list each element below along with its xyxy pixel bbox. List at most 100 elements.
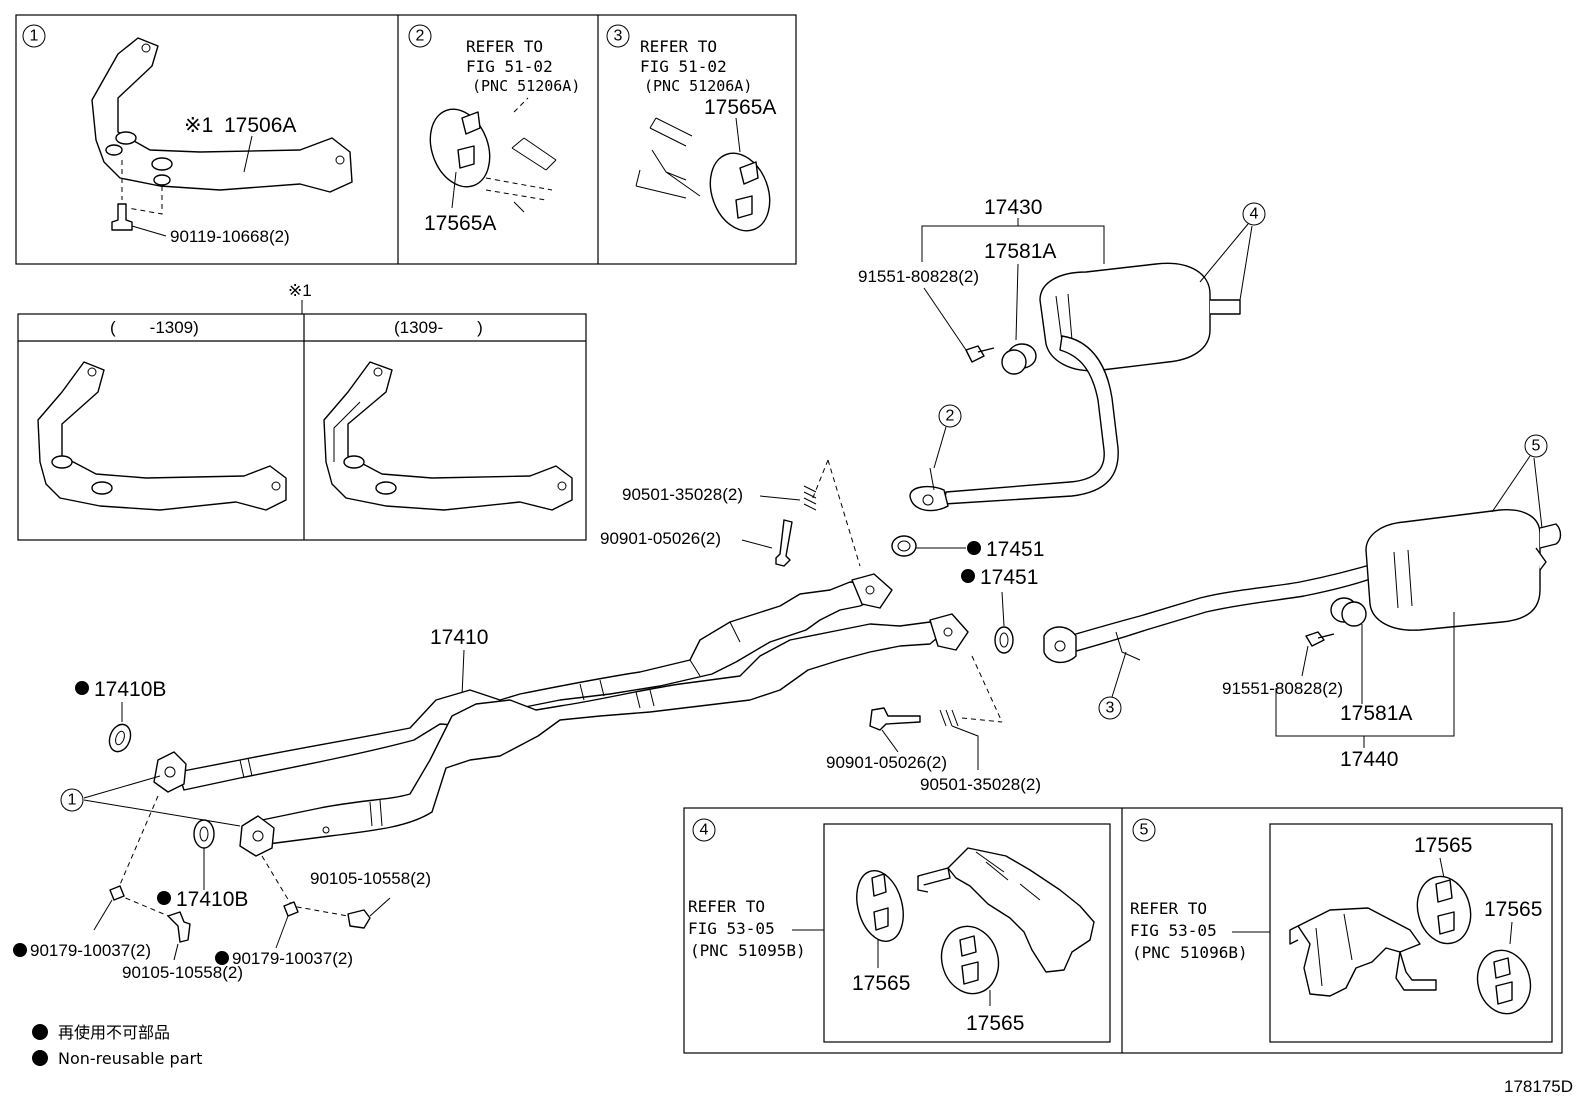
- hanger-17565-p4-left: [856, 870, 904, 942]
- gasket-17410B-lower: [193, 819, 215, 849]
- panel-5-number: 5: [1140, 822, 1149, 839]
- callout-3-circle: [1098, 696, 1122, 720]
- panel-2-number: 2: [416, 28, 425, 45]
- label-90119-10668: 90119-10668(2): [170, 227, 290, 246]
- label-90179-10037-right: 90179-10037(2): [232, 949, 353, 968]
- hanger-17565-p4-right: [940, 925, 1000, 995]
- label-17506A: 17506A: [224, 114, 296, 137]
- hanger-17565-p5-lower: [1476, 949, 1532, 1015]
- inset-panel-4: 4 REFER TO FIG 53-05 (PNC 51095B) 17565 …: [688, 818, 1111, 1043]
- bolt-90119-10668-drawing: [111, 203, 133, 231]
- label-17565-p4-right: 17565: [966, 1012, 1024, 1035]
- inset-frame-bottom: [683, 807, 1563, 1054]
- callout-1: 1: [68, 792, 77, 809]
- label-91551-80828-upper: 91551-80828(2): [858, 267, 979, 286]
- callout-1-circle: [60, 788, 84, 812]
- panel-5-refer: REFER TO: [1130, 899, 1207, 918]
- flange-mid-lower: [929, 613, 969, 651]
- note-mark-variant: ※1: [288, 281, 312, 300]
- panel-3-fig: FIG 51-02: [640, 57, 727, 76]
- panel-1-number: 1: [30, 28, 39, 45]
- non-reusable-dot-90179-right: [215, 951, 229, 965]
- front-fasteners: 17410B 17410B 90179-10037(2) 90105-10558…: [13, 678, 431, 982]
- panel-3-number-circle: [606, 24, 630, 48]
- label-17430: 17430: [984, 196, 1042, 219]
- panel-2-pnc: (PNC 51206A): [472, 77, 580, 95]
- legend-non-reusable-en: Non-reusable part: [58, 1049, 202, 1068]
- label-90901-05026-lower: 90901-05026(2): [826, 753, 947, 772]
- label-90179-10037-left: 90179-10037(2): [30, 941, 151, 960]
- panel-5-fig: FIG 53-05: [1130, 921, 1217, 940]
- bolt-91551-lower-drawing: [1305, 631, 1335, 647]
- callout-2: 2: [946, 408, 955, 425]
- inset-panel-5: 5 REFER TO FIG 53-05 (PNC 51096B) 17565 …: [1130, 818, 1553, 1043]
- spring-90501-upper-drawing: [803, 485, 817, 511]
- front-pipe-assembly: 17410 1: [60, 573, 969, 857]
- label-17410: 17410: [430, 626, 488, 649]
- panel-4-refer: REFER TO: [688, 897, 765, 916]
- gasket-17451-upper: [891, 535, 917, 557]
- panel-5-number-circle: [1132, 818, 1156, 842]
- non-reusable-dot-17451-lower: [961, 569, 975, 583]
- bolt-90105-left-drawing: [167, 911, 191, 943]
- tail-muffler-body: [1365, 509, 1541, 631]
- label-90105-10558-right: 90105-10558(2): [310, 869, 431, 888]
- front-pipe-upper-branch: [177, 581, 879, 791]
- label-17410B-upper: 17410B: [94, 678, 166, 701]
- label-17451-lower: 17451: [980, 566, 1038, 589]
- panel-5-inner-frame: [1269, 823, 1553, 1043]
- non-reusable-dot-17410B-upper: [75, 681, 89, 695]
- panel-3-pnc: (PNC 51206A): [644, 77, 752, 95]
- label-90501-35028-upper: 90501-35028(2): [622, 485, 743, 504]
- label-17581A-lower: 17581A: [1340, 702, 1412, 725]
- non-reusable-dot-17410B-lower: [157, 891, 171, 905]
- label-17410B-lower: 17410B: [176, 888, 248, 911]
- panel-5-pnc: (PNC 51096B): [1132, 943, 1248, 962]
- legend: 再使用不可部品 Non-reusable part: [32, 1023, 202, 1068]
- panel-3-refer: REFER TO: [640, 37, 717, 56]
- center-muffler-pipe: [943, 335, 1119, 505]
- callout-4: 4: [1250, 206, 1259, 223]
- bracket-p4-drawing: [947, 847, 1095, 973]
- mid-gaskets: 17451 17451: [891, 535, 1044, 654]
- panel-4-pnc: (PNC 51095B): [690, 941, 806, 960]
- upper-spring-stud: 90501-35028(2) 90901-05026(2): [600, 459, 861, 567]
- bolt-91551-upper-drawing: [965, 345, 995, 363]
- variant-table: ※1 ( -1309) (1309- ): [17, 281, 587, 541]
- tail-muffler-assembly: 3 5 91551-80828(2) 17581A 17440: [1043, 434, 1562, 771]
- bolt-90105-right-drawing: [347, 909, 371, 929]
- nut-90179-left-drawing: [109, 885, 125, 901]
- callout-2-circle: [938, 404, 962, 428]
- flange-front-lower: [239, 815, 275, 857]
- label-17565-p5-lower: 17565: [1484, 898, 1542, 921]
- label-17565A-p3: 17565A: [704, 96, 776, 119]
- label-91551-80828-lower: 91551-80828(2): [1222, 679, 1343, 698]
- inset-panel-group-bottom: [683, 807, 1563, 1054]
- label-90105-10558-left: 90105-10558(2): [122, 963, 243, 982]
- legend-dot-en: [32, 1050, 48, 1066]
- center-muffler-body: [1039, 262, 1211, 372]
- spring-90501-lower-drawing: [939, 709, 959, 727]
- label-17581A-upper: 17581A: [984, 240, 1056, 263]
- legend-dot-jp: [32, 1024, 48, 1040]
- label-17451-upper: 17451: [986, 538, 1044, 561]
- stud-90901-lower-drawing: [869, 707, 921, 731]
- inset-panel-2: 2 REFER TO FIG 51-02 (PNC 51206A) 17565A: [408, 24, 580, 235]
- inset-panel-3: 3 REFER TO FIG 51-02 (PNC 51206A) 17565A: [606, 24, 776, 232]
- bracket-p5-drawing: [1297, 907, 1421, 997]
- inset-frame-top: [15, 14, 797, 265]
- label-90901-05026-upper: 90901-05026(2): [600, 529, 721, 548]
- non-reusable-dot-17451-upper: [967, 541, 981, 555]
- front-pipe-lower-branch: [261, 621, 945, 845]
- bracket-variant-new: [323, 361, 573, 511]
- flange-front-upper: [153, 751, 187, 793]
- hanger-17565A-drawing-p3: [709, 152, 771, 232]
- legend-non-reusable-jp: 再使用不可部品: [58, 1023, 170, 1042]
- ring-17581A-upper-drawing: [1001, 343, 1037, 375]
- panel-2-fig: FIG 51-02: [466, 57, 553, 76]
- figure-id: 178175D: [1504, 1077, 1573, 1096]
- ring-17581A-lower-drawing: [1330, 597, 1367, 627]
- label-17565A-p2: 17565A: [424, 212, 496, 235]
- non-reusable-dot-90179-left: [13, 943, 27, 957]
- bracket-17506A-drawing: [91, 37, 353, 193]
